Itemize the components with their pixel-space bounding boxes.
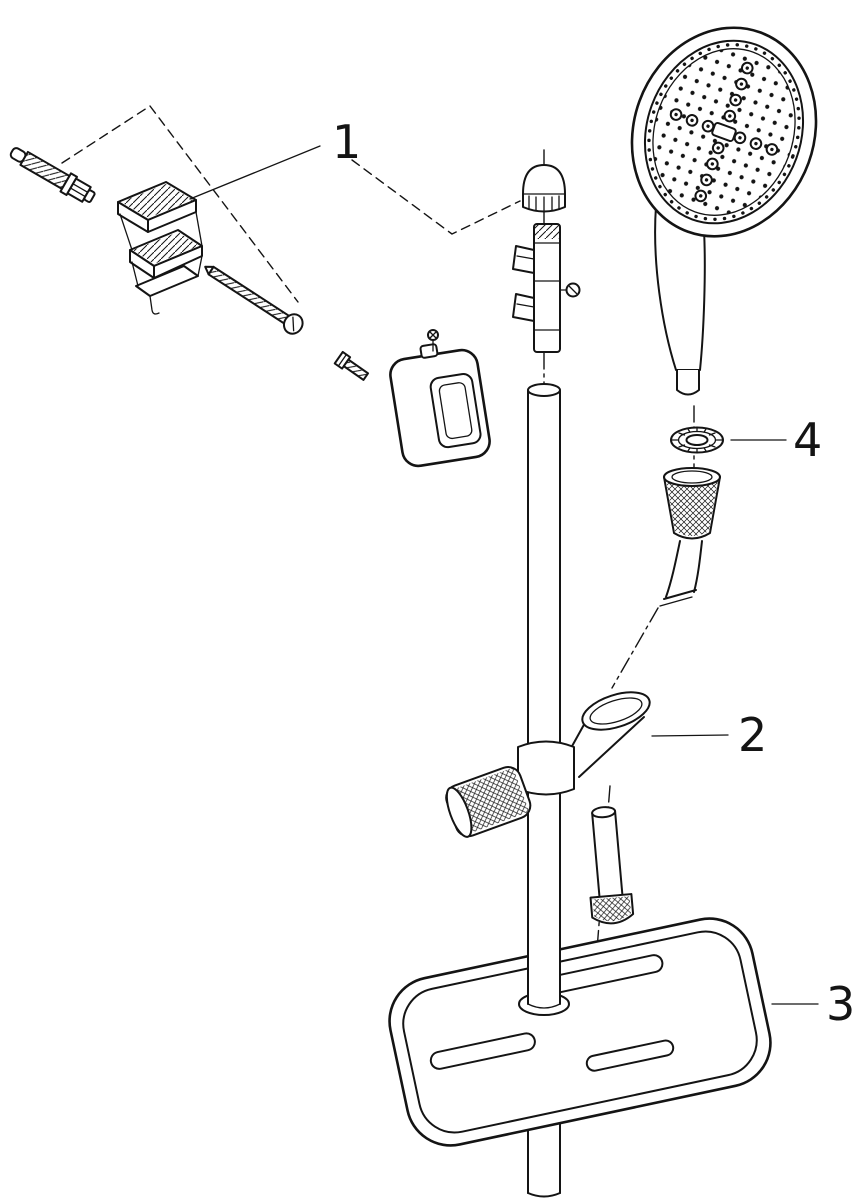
rail-end-cap — [522, 164, 566, 213]
shelf-inner-rim — [402, 930, 758, 1134]
shelf-outer-rim — [388, 917, 772, 1147]
callout-1-leader — [189, 145, 321, 200]
cap-knurl-ticks — [528, 195, 560, 213]
clamp-hook — [512, 245, 535, 274]
shower-rail — [518, 383, 570, 1016]
locking-knob — [445, 766, 532, 838]
bracket-mid-tab-ribs — [133, 232, 199, 264]
screw-head-slot — [292, 316, 295, 332]
clamp-bar — [533, 223, 561, 353]
holder-cup — [581, 691, 651, 731]
bracket-top-tab-ribs — [121, 184, 193, 218]
holder-housing — [389, 343, 491, 468]
nut-knurl — [666, 480, 718, 536]
screw-end-nub — [83, 189, 96, 203]
clamp-divider-lines — [533, 242, 561, 331]
rail-clamp — [512, 223, 581, 353]
callout-3-label: 3 — [826, 977, 855, 1031]
pin-cap-top-line — [589, 893, 633, 899]
hand-shower-head — [630, 26, 818, 238]
hose-cut-line — [663, 589, 697, 600]
callout-2-leader — [651, 734, 729, 737]
clamp-top-knurl — [535, 225, 559, 239]
housing-boss — [419, 343, 439, 359]
clamp-hook — [512, 293, 535, 322]
bracket-tail — [149, 295, 160, 315]
grub-screw-slot — [337, 353, 348, 367]
hose-to-holder-axis — [611, 607, 659, 689]
rail-body — [528, 390, 560, 1004]
center-plate — [711, 121, 737, 143]
group1-dashed-line — [149, 105, 299, 303]
knob-end-cap — [445, 786, 473, 838]
washer-rib-ticks — [670, 426, 724, 454]
bracket-connector — [131, 255, 203, 287]
screw-thread — [208, 266, 291, 325]
callout-4-label: 4 — [793, 413, 822, 467]
nut-opening — [671, 470, 713, 484]
fixing-screw — [204, 265, 304, 335]
wall-bracket — [117, 181, 203, 315]
hose-body — [666, 541, 702, 597]
hand-shower — [630, 26, 818, 396]
locking-pin — [589, 806, 635, 925]
rim-nozzle-ring — [647, 43, 801, 221]
housing-opening-inner — [438, 382, 473, 440]
seal-washer — [670, 426, 724, 454]
shelf-slot — [429, 1032, 536, 1070]
callout-1-label: 1 — [332, 115, 361, 169]
screw-thread — [20, 151, 70, 189]
pin-edges — [591, 810, 624, 898]
hose-connector — [663, 467, 721, 540]
holder-cone-body — [564, 716, 646, 780]
hose-edges — [665, 540, 703, 598]
handle-outlet-stub — [676, 369, 700, 396]
shelf-slot — [585, 1039, 675, 1072]
callout-2-label: 2 — [738, 708, 767, 762]
washer-hole — [685, 434, 709, 446]
grub-screw-thread — [343, 359, 369, 380]
housing-screw-slot — [429, 331, 437, 339]
pin-cap-knurl — [592, 896, 632, 922]
group1-dashed-line — [61, 105, 151, 164]
housing-screw — [427, 329, 439, 352]
pin-top-face — [591, 806, 617, 819]
rail-edges — [527, 389, 561, 1005]
bracket-connector — [119, 211, 203, 251]
group1-dashed-line — [351, 159, 521, 235]
shelf-tray — [388, 917, 772, 1147]
pin-body — [592, 811, 623, 897]
hex-facet-lines — [69, 183, 89, 198]
glide-holder — [445, 691, 651, 838]
knob-knurl — [456, 767, 530, 833]
hose-break-line — [659, 596, 693, 607]
holder-collar — [517, 740, 575, 796]
rail-collar-joint — [527, 1003, 561, 1009]
grub-screw — [333, 350, 370, 381]
shower-hose — [659, 540, 703, 607]
rail-bottom-end — [527, 1192, 561, 1198]
clamp-hook-lines — [516, 255, 535, 308]
cup-inner-rim — [589, 697, 643, 725]
mounting-screw — [9, 147, 96, 203]
cap-dome — [522, 164, 566, 213]
callouts: 1 2 3 4 — [189, 115, 855, 1031]
rail-top-end — [527, 383, 561, 397]
clamp-screw-slot — [568, 285, 578, 295]
